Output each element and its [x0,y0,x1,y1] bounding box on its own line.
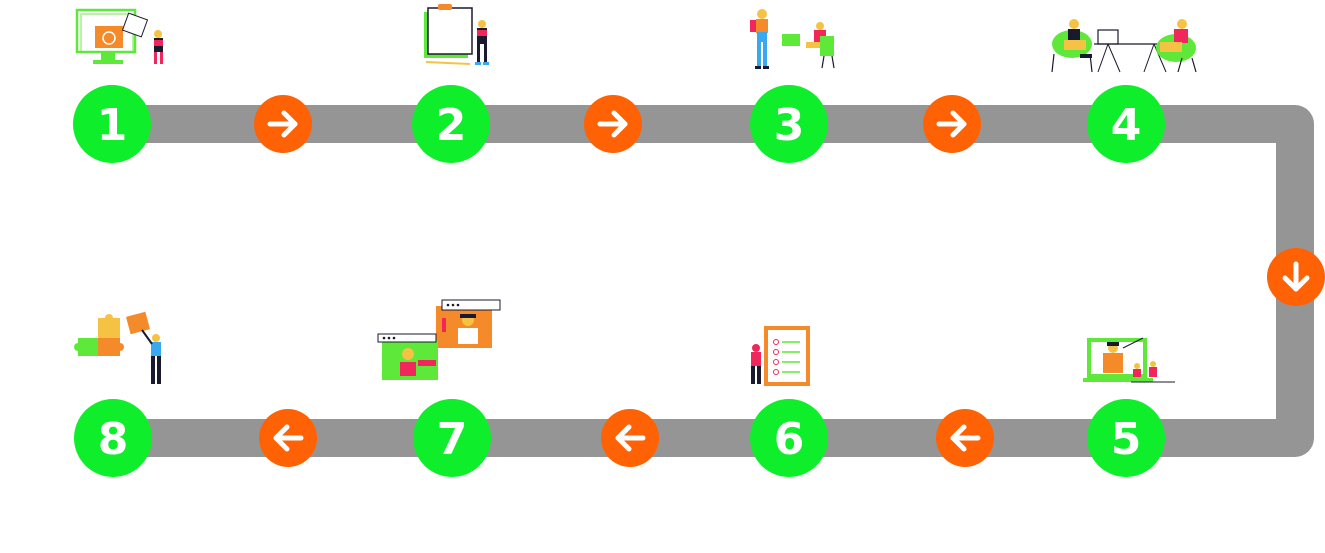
arrow-right-icon [584,95,642,153]
step-number: 3 [774,100,805,151]
step-2: 2 [412,85,490,163]
step-4: 4 [1087,85,1165,163]
arrow-left-icon [601,409,659,467]
arrow-right-icon [254,95,312,153]
illustration-step-1 [75,8,163,64]
step-number: 8 [98,414,129,465]
illustration-step-4 [1051,19,1197,73]
step-number: 2 [436,100,467,151]
illustration-step-7 [377,299,501,380]
step-3: 3 [750,85,828,163]
flow-track [112,105,1314,457]
illustration-step-5 [1083,337,1175,383]
illustration-step-2 [424,4,489,65]
arrow-left-icon [936,409,994,467]
step-number: 7 [437,414,468,465]
illustration-step-6 [751,326,810,386]
arrow-left-icon [259,409,317,467]
step-number: 1 [97,100,128,151]
arrow-right-icon [923,95,981,153]
step-number: 6 [774,414,805,465]
step-1: 1 [73,85,151,163]
illustration-step-8 [74,311,161,384]
step-6: 6 [750,399,828,477]
step-8: 8 [74,399,152,477]
arrow-down-icon [1267,248,1325,306]
step-7: 7 [413,399,491,477]
illustration-step-3 [750,9,835,69]
step-number: 5 [1111,414,1142,465]
step-5: 5 [1087,399,1165,477]
step-number: 4 [1111,100,1142,151]
